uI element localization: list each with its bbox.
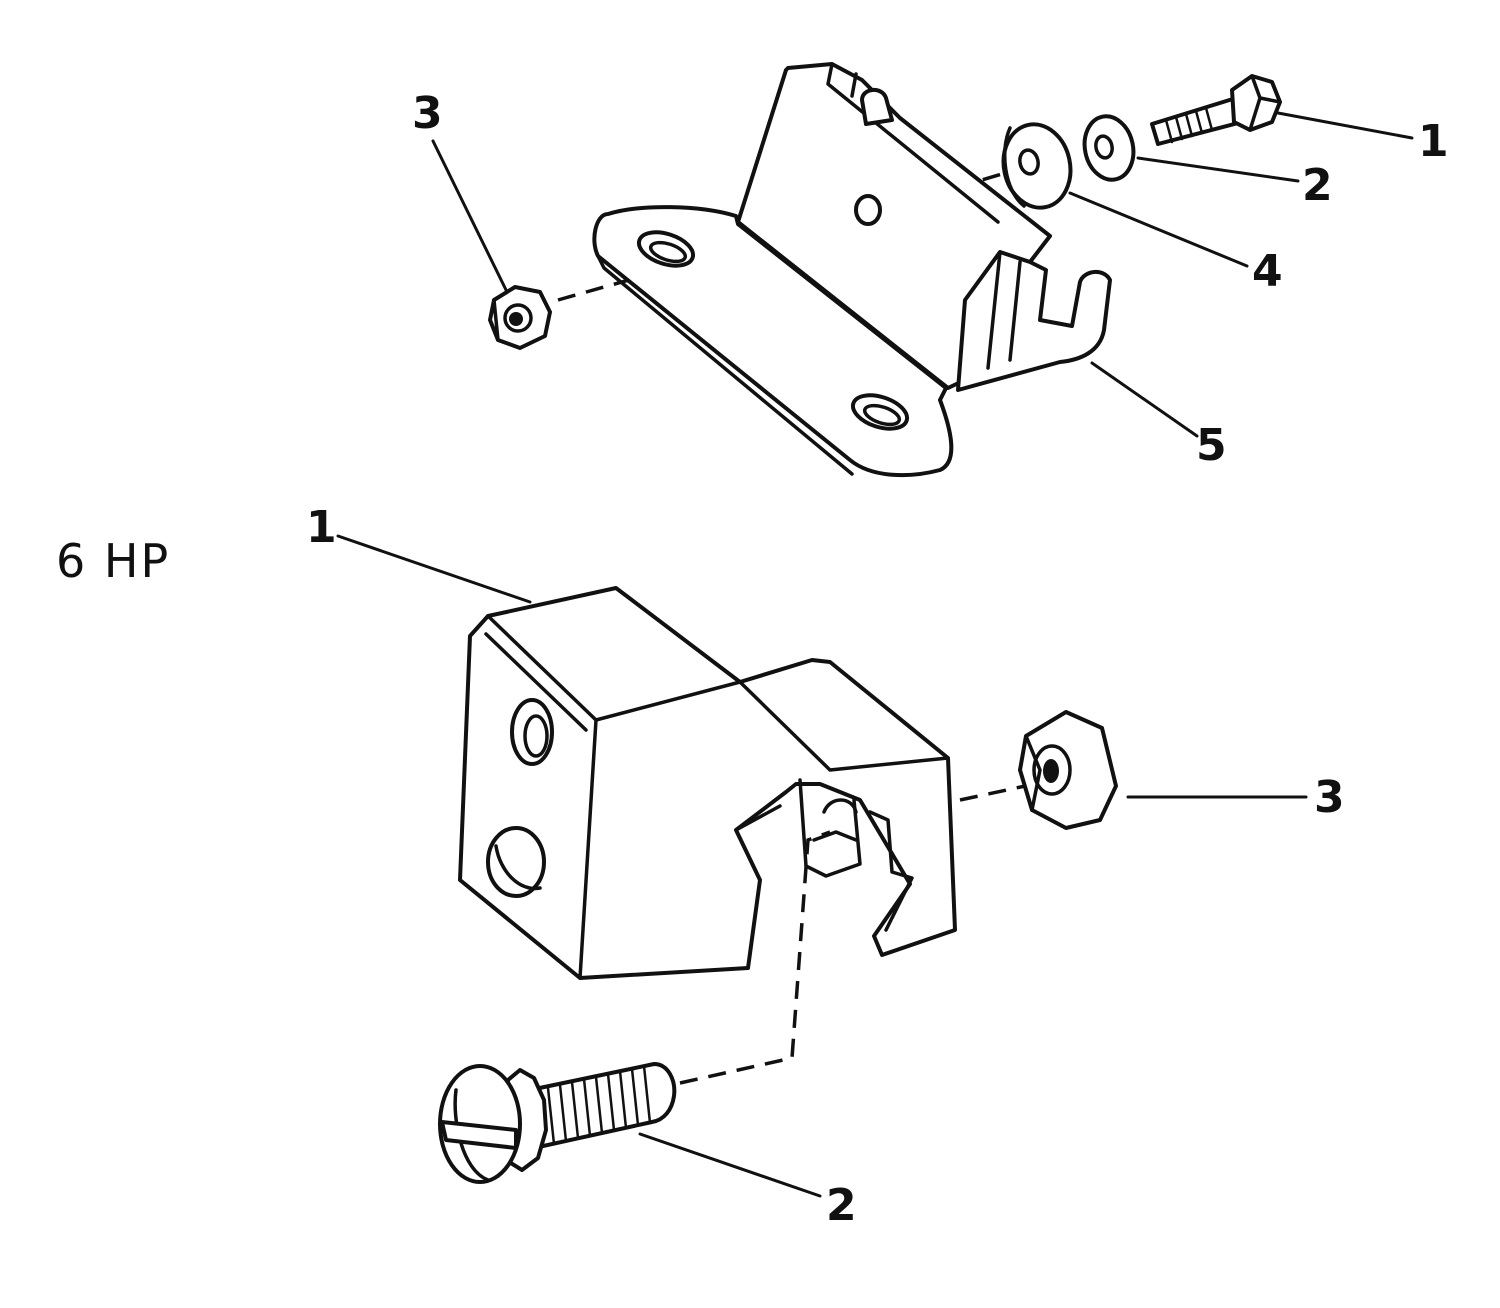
lock-washer-part-2-top: [1082, 114, 1136, 182]
lock-nut-part-3-top: [488, 285, 552, 350]
top-callout-2: 2: [1302, 160, 1333, 211]
top-leader-lines: [431, 111, 1414, 438]
top-callout-1: 1: [1418, 116, 1449, 167]
mounting-bracket-part-5: [592, 62, 1112, 478]
top-callout-5: 5: [1196, 420, 1227, 471]
bottom-assembly-axes: [679, 783, 1031, 1085]
top-callout-3: 3: [412, 88, 443, 139]
slotted-screw-part-2: [438, 1062, 677, 1184]
top-callout-4: 4: [1252, 246, 1283, 297]
mounting-block-part-1: [458, 586, 957, 980]
bottom-callout-2: 2: [826, 1180, 857, 1231]
model-label: 6 HP: [56, 534, 171, 588]
hex-nut-part-3-bottom: [1018, 710, 1118, 830]
bottom-callout-1: 1: [306, 502, 337, 553]
bottom-callout-3: 3: [1314, 772, 1345, 823]
flat-washer-part-4: [1001, 122, 1073, 210]
hex-bolt-part-1-top: [1150, 74, 1282, 146]
bottom-leader-lines: [336, 534, 1308, 1198]
